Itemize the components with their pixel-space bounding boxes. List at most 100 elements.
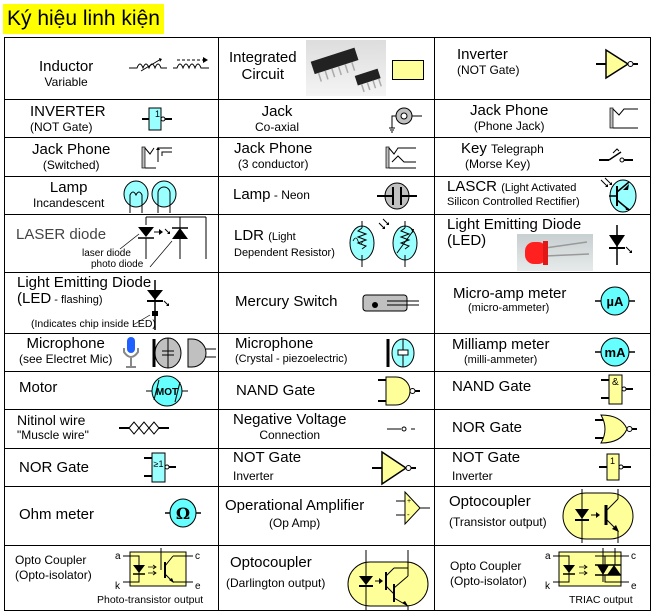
component-name: Jack Phone	[32, 141, 111, 158]
component-sub: Incandescent	[33, 196, 105, 210]
op-amp-icon: +-	[396, 490, 430, 527]
component-sub: Inverter	[233, 469, 274, 483]
component-sub: Silicon Controlled Rectifier)	[447, 196, 580, 208]
annotation-chip: (Indicates chip inside LED)	[31, 318, 156, 330]
component-sub: Dependent Resistor)	[234, 247, 335, 259]
component-name: Inductor	[39, 58, 94, 75]
annotation-output: Photo-transistor output	[97, 594, 204, 606]
telegraph-key-icon	[599, 144, 633, 168]
component-sub: "Muscle wire"	[17, 428, 89, 442]
pin-label: k	[115, 581, 121, 592]
component-name: Jack Phone	[234, 140, 313, 157]
pin-label: e	[631, 581, 637, 592]
cell-inverter-box: INVERTER(NOT Gate) 1	[4, 99, 219, 138]
table-row: Nitinol wire"Muscle wire" Negative Volta…	[4, 409, 651, 449]
nand-gate-box-icon: &	[601, 374, 633, 406]
component-name-2: (Opto-isolator)	[15, 568, 92, 582]
box-label: ≥1	[154, 459, 164, 469]
cell-optocoupler-transistor: Optocoupler(Transistor output)	[434, 486, 651, 546]
cell-microphone: Microphone(see Electret Mic)	[4, 333, 219, 372]
page-title: Ký hiệu linh kiện	[3, 4, 164, 34]
component-name: Optocoupler	[230, 554, 312, 571]
nitinol-wire-icon	[119, 420, 169, 436]
box-label: &	[612, 377, 619, 388]
svg-text:-: -	[407, 510, 410, 519]
component-name: Motor	[19, 379, 58, 396]
opto-isolator-phototransistor-icon: a k c e	[115, 548, 215, 594]
cell-laser-diode: LASER diode laser diode photo diode	[4, 214, 219, 273]
component-name: Key	[461, 140, 487, 157]
component-name-small: Telegraph	[491, 142, 544, 156]
component-name: Light Emitting Diode	[447, 216, 582, 233]
cell-lamp-neon: Lamp - Neon	[218, 176, 435, 215]
meter-label: MOT	[156, 387, 178, 398]
pin-label: c	[195, 551, 200, 562]
pin-label: a	[545, 551, 551, 562]
cell-nand-gate-box: NAND Gate &	[434, 371, 651, 410]
component-name-small: - Neon	[270, 188, 310, 202]
three-conductor-jack-icon	[385, 144, 418, 170]
component-name: NOR Gate	[19, 459, 90, 476]
cell-telegraph-key: Key Telegraph(Morse Key)	[434, 137, 651, 177]
component-name: Operational Amplifier	[225, 497, 365, 514]
component-name: NOT Gate	[452, 449, 521, 466]
cell-opto-isolator-triac: Opto Coupler(Opto-isolator) TRIAC output…	[434, 545, 651, 611]
cell-opto-isolator-phototransistor: Opto Coupler(Opto-isolator) Photo-transi…	[4, 545, 219, 611]
component-sub: Connection	[259, 428, 321, 442]
component-sub: (NOT Gate)	[30, 120, 93, 134]
table-row: Microphone(see Electret Mic) Microphone(…	[4, 333, 651, 372]
component-name-2: (LED	[17, 290, 52, 307]
component-sub: (Switched)	[42, 158, 100, 172]
cell-led-flashing: Light Emitting Diode(LED - flashing) (In…	[4, 272, 219, 334]
component-name: Integrated	[229, 49, 297, 66]
component-sub: (milli-ammeter)	[464, 354, 538, 366]
component-name: Lamp	[233, 186, 271, 203]
optocoupler-transistor-icon	[560, 489, 638, 543]
component-sub: (Op Amp)	[268, 516, 321, 530]
inverter-triangle-icon	[596, 48, 638, 80]
inverter-box-icon: 1	[142, 106, 172, 132]
component-name: Jack	[261, 103, 293, 120]
cell-jack-3-conductor: Jack Phone(3 conductor)	[218, 137, 435, 177]
cell-milliammeter: Milliamp meter(milli-ammeter) mA	[434, 333, 651, 372]
component-name-2: (Opto-isolator)	[450, 574, 527, 588]
annotation-output: TRIAC output	[569, 594, 633, 606]
component-sub: (micro-ammeter)	[468, 302, 550, 314]
nand-gate-icon	[378, 375, 420, 407]
meter-label: µA	[607, 294, 624, 309]
pin-label: e	[195, 581, 201, 592]
cell-motor: Motor MOT	[4, 371, 219, 410]
pin-label: a	[115, 551, 121, 562]
meter-label: Ω	[176, 504, 190, 523]
cell-mercury-switch: Mercury Switch	[218, 272, 435, 334]
component-name-2: Circuit	[241, 66, 285, 83]
incandescent-lamp-icon	[122, 179, 180, 213]
cell-crystal-microphone: Microphone(Crystal - piezoelectric)	[218, 333, 435, 372]
svg-text:+: +	[407, 498, 411, 505]
component-sub: (NOT Gate)	[457, 63, 520, 77]
led-icon	[607, 225, 633, 265]
component-name: Light Emitting Diode	[17, 274, 152, 291]
table-row: Motor MOT NAND Gate NAND Gate &	[4, 371, 651, 410]
cell-inverter: Inverter(NOT Gate)	[434, 37, 651, 100]
table-row: Ohm meter Ω Operational Amplifier(Op Amp…	[4, 486, 651, 546]
box-label: 1	[610, 456, 615, 466]
not-gate-box-icon: 1	[599, 452, 631, 482]
annotation-photo-diode: photo diode	[91, 259, 144, 270]
red-led-photo	[517, 234, 593, 271]
component-name-small: (Light Activated	[501, 182, 577, 194]
crystal-microphone-icon	[384, 337, 424, 369]
component-name-2: (LED)	[447, 232, 487, 249]
component-name: Nitinol wire	[17, 412, 86, 428]
